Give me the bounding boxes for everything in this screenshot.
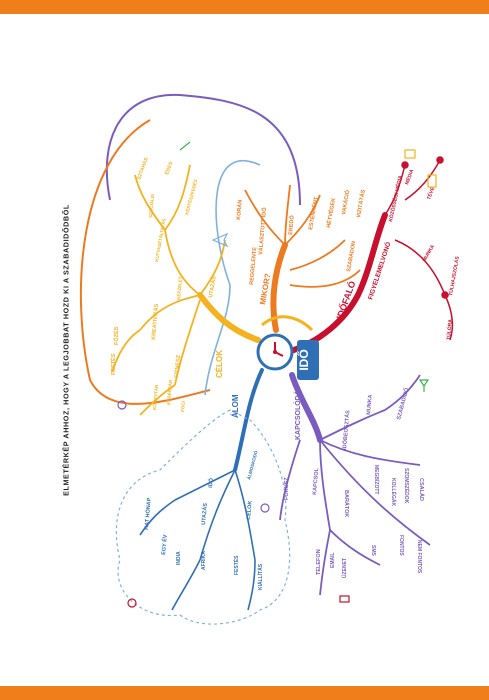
label-szabadido: SZABADIDŐ (395, 386, 410, 420)
branch-celok-lines (111, 164, 226, 416)
dream-cloud (115, 409, 291, 625)
plane-icon (211, 232, 229, 248)
center-node (256, 315, 319, 380)
trunk-purple (289, 372, 323, 443)
label-festes-blue: FESTÉS (232, 555, 240, 575)
label-megbizott: MEGBÍZOTT (373, 465, 381, 494)
branch-label-kapcsolodas: KAPCSOLÓDÁS (293, 385, 302, 440)
label-szabadon: SZABADON (346, 241, 357, 273)
label-utazas-yellow: UTAZÁS (207, 275, 218, 298)
label-sms: SMS (370, 545, 376, 557)
label-szomszedok: SZOMSZÉDOK (403, 468, 411, 504)
ball-icon (117, 400, 127, 410)
label-kepzelet: KÉPZELET (174, 276, 183, 300)
label-kreativitas: KREATIVITÁS (150, 303, 160, 340)
label-kozossegi-media: KÖZÖSSÉGI MÉDIA (386, 174, 404, 222)
center-label: IDŐ (296, 349, 311, 370)
connector-loop-purple (105, 93, 301, 206)
label-tulhajszolas: TÚLHAJSZOLÁS (447, 255, 461, 296)
label-email: EMAIL (330, 552, 336, 568)
label-munka-purple: MUNKA (366, 394, 374, 415)
phone-icon (427, 174, 437, 188)
label-festes: FESTÉS (109, 353, 117, 375)
label-konyvtar: KÖNYVTÁR (151, 384, 159, 410)
label-fitnesz: FITNESZ (174, 354, 182, 378)
label-vizitatas: VIZITÁTÁS (355, 189, 367, 219)
branch-idofalo-lines (384, 156, 454, 341)
branch-mikor-lines (244, 184, 361, 288)
label-fontos: FONTOS (398, 535, 404, 556)
label-hat-honap: HAT HÓNAP (142, 497, 153, 530)
label-egy-ev: EGY ÉV (159, 534, 169, 555)
label-kutyasetaltatas: KUTYASÉTÁLTATÁS (152, 218, 167, 262)
label-eredo: EREDŐ (287, 214, 296, 235)
label-almoskodo: ÁLMOSKODÓ (244, 449, 259, 480)
label-afrika: AFRIKA (201, 551, 207, 570)
label-vakacio: VAKÁCIÓ (339, 189, 351, 216)
label-nem-fontos: NEM FONTOS (416, 540, 422, 574)
label-baratok: BARÁTOK (343, 490, 350, 517)
label-sztahas: SZTAHÁS (135, 156, 150, 181)
target-icon (260, 503, 270, 513)
label-reggelente: REGGELENTE (249, 247, 258, 286)
connector-loop-orange (79, 119, 211, 405)
envelope-icon (339, 595, 350, 603)
label-estenkent: ESTÉNKÉNT (306, 196, 320, 231)
label-ido-blue: IDŐ (207, 477, 215, 488)
label-hetvegek: HÉTVÉGEK (324, 197, 337, 228)
label-szocialis: SZOCIÁLIS (147, 194, 155, 218)
label-kerekpar: KERÉKPÁR (164, 379, 173, 406)
doodle-icons (117, 141, 437, 608)
branch-label-celok: CÉLOK (215, 350, 224, 378)
connector-loop-blue (204, 159, 261, 396)
trunk-orange (270, 242, 288, 333)
label-foci: FOCI (180, 401, 186, 412)
label-kiallitas: KIÁLLÍTÁS (256, 563, 264, 590)
label-fozes: FŐZÉS (112, 326, 120, 345)
label-edes: ÉDES (162, 160, 174, 176)
bottom-color-bar (0, 686, 489, 700)
trunk-yellow (197, 292, 261, 343)
label-celok-blue: CÉLOK (244, 500, 254, 520)
label-india: INDIA (176, 551, 182, 565)
paintbrush-icon (179, 141, 191, 151)
label-fokusz: FÓKUSZ (282, 477, 290, 500)
tv-icon (404, 149, 416, 159)
top-color-bar (0, 0, 489, 14)
label-kollegak: KOLLÉGÁK (390, 478, 398, 506)
trunk-blue (233, 368, 264, 472)
label-munka-red: MUNKA (422, 244, 437, 263)
cocktail-icon (418, 379, 430, 392)
label-koran: KORÁN (235, 199, 244, 220)
branch-label-alom: ÁLOM (231, 394, 240, 418)
label-telefon: TELEFON (316, 549, 322, 575)
label-idobeosztas: IDŐBEOSZTÁS (341, 410, 351, 451)
label-kapcsol: KAPCSOL (312, 467, 320, 495)
label-kerteszkedes: KERTÉSZKEDÉS (182, 178, 198, 215)
branch-kapcsolodas-lines (279, 374, 431, 596)
label-utazas-blue: UTAZÁS (200, 502, 209, 525)
label-uzenet: ÜZENET (341, 558, 348, 578)
label-valasztott-ido: VÁLASZTOTT IDŐ (257, 206, 268, 255)
label-csalad: CSALÁD (418, 478, 425, 501)
sun-icon (127, 598, 137, 608)
label-tulora: TÚLÓRA (444, 318, 454, 340)
branch-alom-lines (139, 469, 256, 611)
